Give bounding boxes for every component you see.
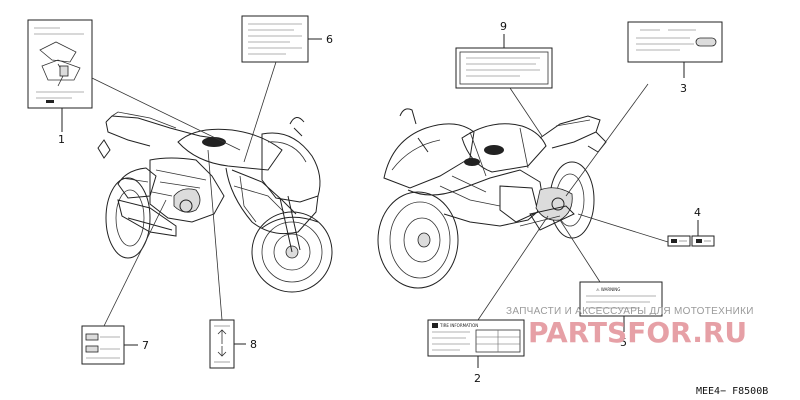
callout-6: 6 [326,33,333,46]
watermark-text: ЗАПЧАСТИ И АКСЕССУАРЫ ДЛЯ МОТОТЕХНИКИ [506,306,754,317]
callout-3: 3 [680,82,687,95]
label-4[interactable] [667,235,715,247]
motorcycle-left-view [97,111,333,293]
callout-8: 8 [250,338,257,351]
label-8[interactable] [209,319,235,369]
callout-5: 5 [620,336,627,349]
label-5[interactable]: ⚠ WARNING [579,281,663,317]
motorcycle-right-view [377,108,607,289]
label-2[interactable]: TIRE INFORMATION [427,319,525,357]
label-9[interactable] [455,47,553,89]
callout-1: 1 [58,133,65,146]
label-7[interactable] [81,325,125,365]
label-6[interactable] [241,15,309,63]
watermark: ЗАПЧАСТИ И АКСЕССУАРЫ ДЛЯ МОТОТЕХНИКИ PA… [506,306,754,349]
diagram-code: MEE4− F8500B [696,386,768,397]
label-3[interactable] [627,21,723,63]
callout-7: 7 [142,339,149,352]
tire-label-text: TIRE INFORMATION [439,323,478,328]
callout-2: 2 [474,372,481,385]
label-1[interactable] [27,19,93,109]
warning-label-text: ⚠ WARNING [596,287,620,292]
watermark-logo: PARTSFOR.RU [528,316,747,349]
callout-4: 4 [694,206,701,219]
callout-9: 9 [500,20,507,33]
